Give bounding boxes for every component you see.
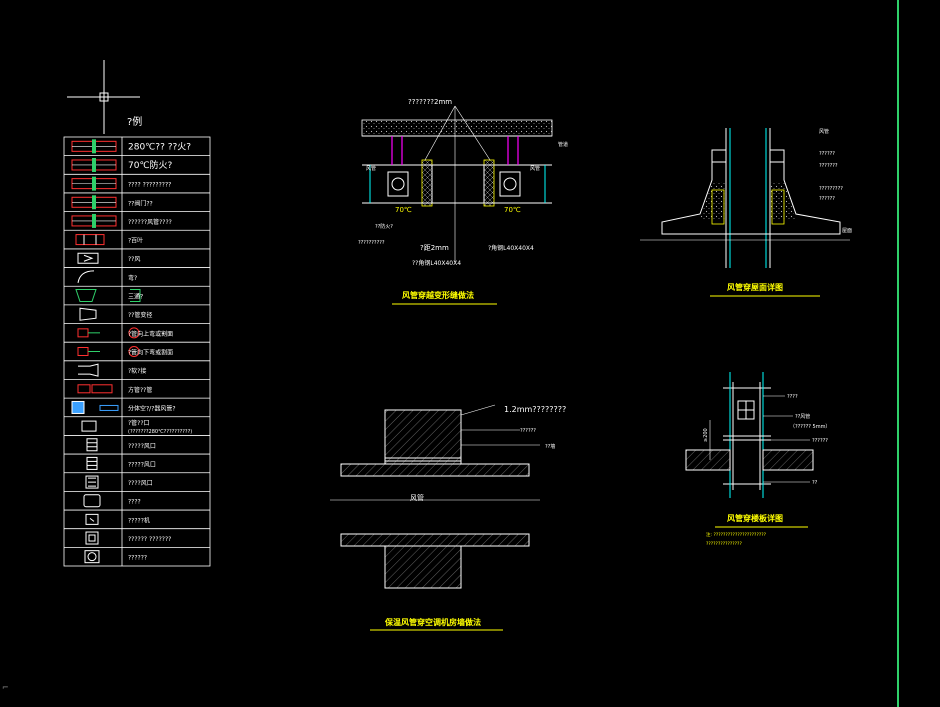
legend-row-label: ??风	[128, 256, 140, 263]
legend-row-label: ??阀门??	[128, 199, 153, 207]
legend-symbol-icon	[86, 456, 98, 470]
legend-symbol-icon	[81, 420, 97, 432]
legend-symbol-icon	[83, 494, 101, 508]
legend-row-label: 70℃防火?	[128, 159, 173, 171]
svg-text:??????: ??????	[819, 196, 835, 202]
legend-symbol-icon	[71, 400, 119, 414]
right-viewport-border	[897, 0, 899, 707]
legend-symbol-icon	[85, 475, 99, 489]
legend-symbol-icon	[84, 550, 100, 564]
detail-duct-through-roof: 风管 ?????? ??????? ????????? ?????? 屋面 风管…	[640, 128, 852, 297]
legend-row-sublabel: (???????280℃??????????)	[128, 429, 192, 435]
legend-symbol-icon	[71, 195, 117, 210]
legend-row-label: ?管??口	[128, 419, 150, 427]
legend-row-label: ?????? ???????	[128, 536, 171, 543]
svg-text:????: ????	[787, 394, 798, 400]
legend-row-label: 三通?	[128, 293, 143, 301]
svg-text:??????: ??????	[520, 428, 536, 434]
svg-text:??墙: ??墙	[545, 443, 555, 450]
legend-row-label: ?管向下弯或割面	[128, 349, 173, 357]
svg-text:??角钢L40X40X4: ??角钢L40X40X4	[412, 259, 461, 267]
svg-text:???????????????: ???????????????	[706, 541, 742, 547]
legend-row-label: ?????机	[128, 516, 150, 524]
legend-title: ?例	[127, 115, 142, 128]
legend-symbol-icon	[86, 438, 98, 452]
legend-symbol-icon	[71, 139, 117, 154]
svg-text:1.2mm????????: 1.2mm????????	[504, 405, 566, 414]
legend-row-label: ?????风口	[128, 461, 156, 468]
legend-symbol-icon	[85, 513, 99, 525]
detail-duct-through-floor: ≥200 ???? ??风管 （?????? 5mm） ?????? ?? 风管…	[685, 372, 830, 547]
svg-text:??????????: ??????????	[358, 240, 385, 246]
legend-row-label: ?百叶	[128, 237, 143, 245]
legend-symbol-icon	[77, 346, 140, 357]
svg-text:风管: 风管	[530, 165, 540, 172]
detail-insulated-duct-wall: 1.2mm???????? ?????? ??墙 风管 保温风管穿空调机房墙做法	[330, 404, 566, 631]
legend-symbol-icon	[71, 157, 117, 172]
svg-text:70℃: 70℃	[504, 206, 521, 214]
svg-text:风管: 风管	[819, 128, 829, 135]
legend-row-label: 弯?	[128, 274, 137, 282]
svg-text:??????: ??????	[812, 438, 828, 444]
detail1-title: 风管穿越变形缝做法	[402, 290, 474, 300]
legend-symbol-icon	[71, 213, 117, 228]
svg-text:??风管: ??风管	[795, 413, 810, 420]
legend-row-label: ??????风管????	[128, 218, 172, 226]
legend-symbol-icon	[77, 327, 140, 339]
svg-text:??防火?: ??防火?	[375, 223, 393, 230]
svg-text:??????: ??????	[819, 151, 835, 157]
legend-table: ?例 280℃?? ??火? 70℃防火? ???? ????????? ??阀门??…	[63, 115, 211, 567]
legend-symbol-icon	[75, 289, 141, 303]
svg-text:?????????: ?????????	[819, 186, 843, 192]
legend-symbol-icon	[77, 384, 113, 394]
legend-symbol-icon	[77, 270, 95, 283]
svg-text:70℃: 70℃	[395, 206, 412, 214]
detail4-title: 风管穿楼板详图	[727, 513, 783, 523]
legend-symbol-icon	[85, 531, 99, 545]
corner-marker-icon: ⌐	[2, 683, 9, 692]
crosshair-cursor-icon	[67, 60, 140, 134]
svg-text:≥200: ≥200	[703, 428, 709, 442]
svg-text:??: ??	[812, 480, 818, 486]
svg-text:管道: 管道	[558, 141, 568, 148]
svg-text:屋面: 屋面	[842, 228, 852, 234]
legend-row-label: ????	[128, 499, 141, 506]
detail-duct-expansion-joint: ???????2mm 70℃ 70℃ 风管 风管 管道 ?距2mm ??角钢L4…	[358, 98, 568, 305]
legend-row-label: 方管??管	[128, 386, 152, 394]
detail2-title: 风管穿屋面详图	[727, 282, 783, 292]
legend-row-label: ?????风口	[128, 443, 156, 450]
legend-row-label: ???? ?????????	[128, 182, 171, 189]
svg-text:???????2mm: ???????2mm	[408, 98, 452, 106]
svg-text:注: ??????????????????????: 注: ??????????????????????	[706, 531, 767, 538]
legend-row-label: ?软?接	[128, 367, 146, 375]
legend-symbol-icon	[79, 307, 97, 321]
legend-row-label: 分体空?/?器风管?	[128, 404, 176, 412]
legend-row-label: 280℃?? ??火?	[128, 141, 191, 152]
legend-symbol-icon	[75, 234, 105, 246]
detail3-title: 保温风管穿空调机房墙做法	[384, 617, 481, 627]
legend-symbol-icon	[77, 252, 99, 264]
svg-text:风管: 风管	[410, 493, 424, 502]
legend-symbol-icon	[71, 176, 117, 191]
legend-row-label: ?管向上弯或割面	[128, 330, 173, 338]
legend-row-label: ????风口	[128, 480, 153, 487]
legend-symbol-icon	[78, 363, 99, 377]
svg-text:?距2mm: ?距2mm	[420, 244, 449, 252]
svg-text:（?????? 5mm）: （?????? 5mm）	[790, 424, 830, 430]
svg-text:风管: 风管	[366, 165, 376, 172]
legend-row-label: ??????	[128, 555, 147, 562]
legend-row-label: ??管变径	[128, 311, 152, 319]
svg-text:?角钢L40X40X4: ?角钢L40X40X4	[488, 244, 534, 252]
svg-text:???????: ???????	[819, 163, 838, 169]
